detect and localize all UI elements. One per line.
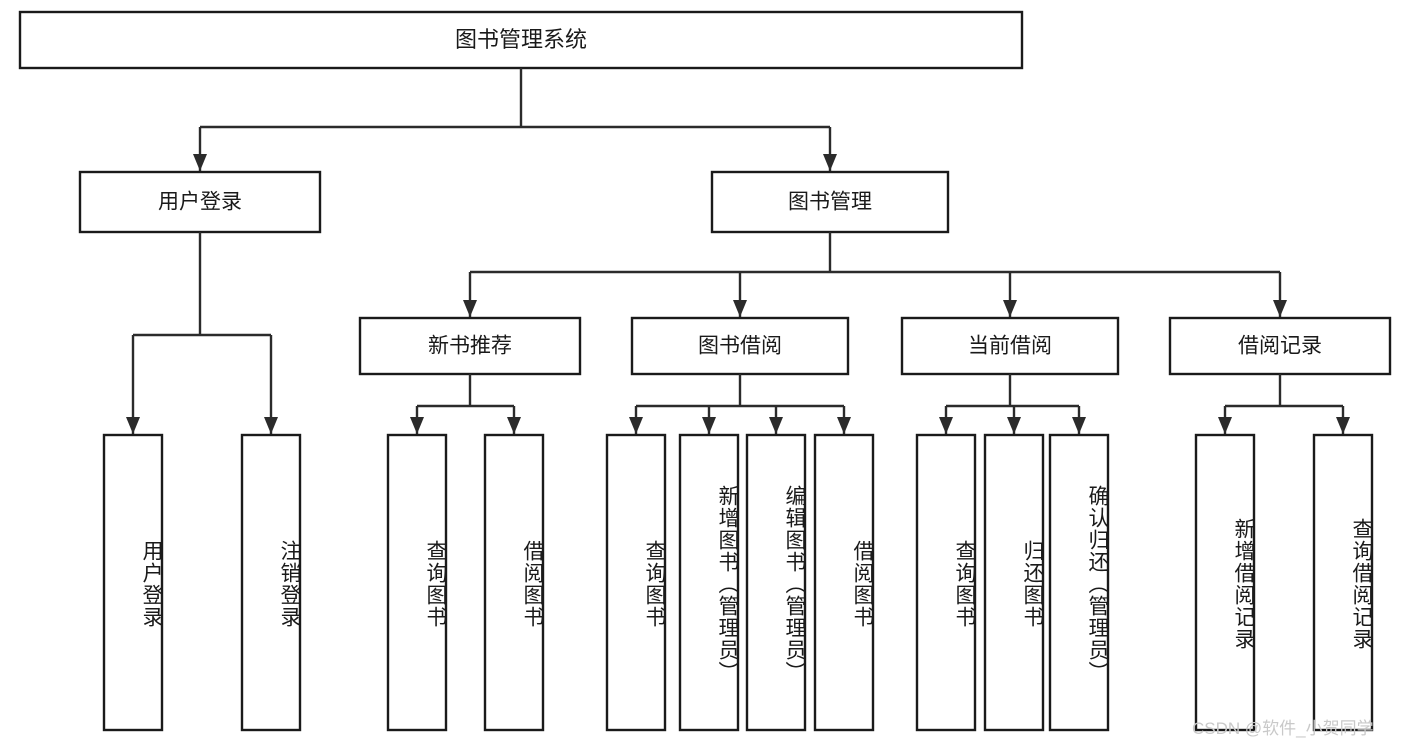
node-label-borrow-record: 借阅记录 xyxy=(1238,335,1322,358)
node-box-current-return-book[interactable] xyxy=(983,433,1045,732)
node-box-record-add[interactable] xyxy=(1194,433,1256,732)
node-box-user-logout[interactable] xyxy=(240,433,302,732)
node-box-root[interactable] xyxy=(18,10,1024,70)
node-label-current-borrow: 当前借阅 xyxy=(968,335,1052,358)
node-label-book-manage: 图书管理 xyxy=(788,191,872,214)
node-box-current-confirm-return[interactable] xyxy=(1048,433,1110,732)
arrow-head-icon xyxy=(939,417,953,434)
arrow-head-icon xyxy=(702,417,716,434)
node-box-recommend-borrow-book[interactable] xyxy=(483,433,545,732)
arrow-head-icon xyxy=(629,417,643,434)
arrow-head-icon xyxy=(837,417,851,434)
csdn-watermark: CSDN @软件_小贺同学 xyxy=(1192,719,1374,738)
node-box-borrow-add-book[interactable] xyxy=(678,433,740,732)
arrow-head-icon xyxy=(1218,417,1232,434)
arrow-head-icon xyxy=(733,300,747,317)
node-label-user-login: 用户登录 xyxy=(158,191,242,214)
node-box-current-query-book[interactable] xyxy=(915,433,977,732)
node-box-borrow-record[interactable] xyxy=(1168,316,1392,376)
arrow-head-icon xyxy=(193,154,207,171)
node-label-root: 图书管理系统 xyxy=(455,27,587,52)
node-box-new-book-recommend[interactable] xyxy=(358,316,582,376)
arrow-head-icon xyxy=(264,417,278,434)
arrow-head-icon xyxy=(126,417,140,434)
node-box-borrow-edit-book[interactable] xyxy=(745,433,807,732)
arrow-head-icon xyxy=(463,300,477,317)
node-box-book-borrow[interactable] xyxy=(630,316,850,376)
arrow-head-icon xyxy=(1336,417,1350,434)
node-box-current-borrow[interactable] xyxy=(900,316,1120,376)
node-label-new-book-recommend: 新书推荐 xyxy=(428,335,512,358)
arrow-head-icon xyxy=(410,417,424,434)
arrow-head-icon xyxy=(1003,300,1017,317)
arrow-head-icon xyxy=(823,154,837,171)
node-label-book-borrow: 图书借阅 xyxy=(698,335,782,358)
arrow-head-icon xyxy=(769,417,783,434)
arrow-head-icon xyxy=(1072,417,1086,434)
arrow-head-icon xyxy=(507,417,521,434)
node-box-record-query[interactable] xyxy=(1312,433,1374,732)
node-box-user-login-do[interactable] xyxy=(102,433,164,732)
arrow-head-icon xyxy=(1007,417,1021,434)
arrow-head-icon xyxy=(1273,300,1287,317)
node-box-book-manage[interactable] xyxy=(710,170,950,234)
node-box-borrow-borrow-book[interactable] xyxy=(813,433,875,732)
node-box-borrow-query-book[interactable] xyxy=(605,433,667,732)
node-box-recommend-query-book[interactable] xyxy=(386,433,448,732)
